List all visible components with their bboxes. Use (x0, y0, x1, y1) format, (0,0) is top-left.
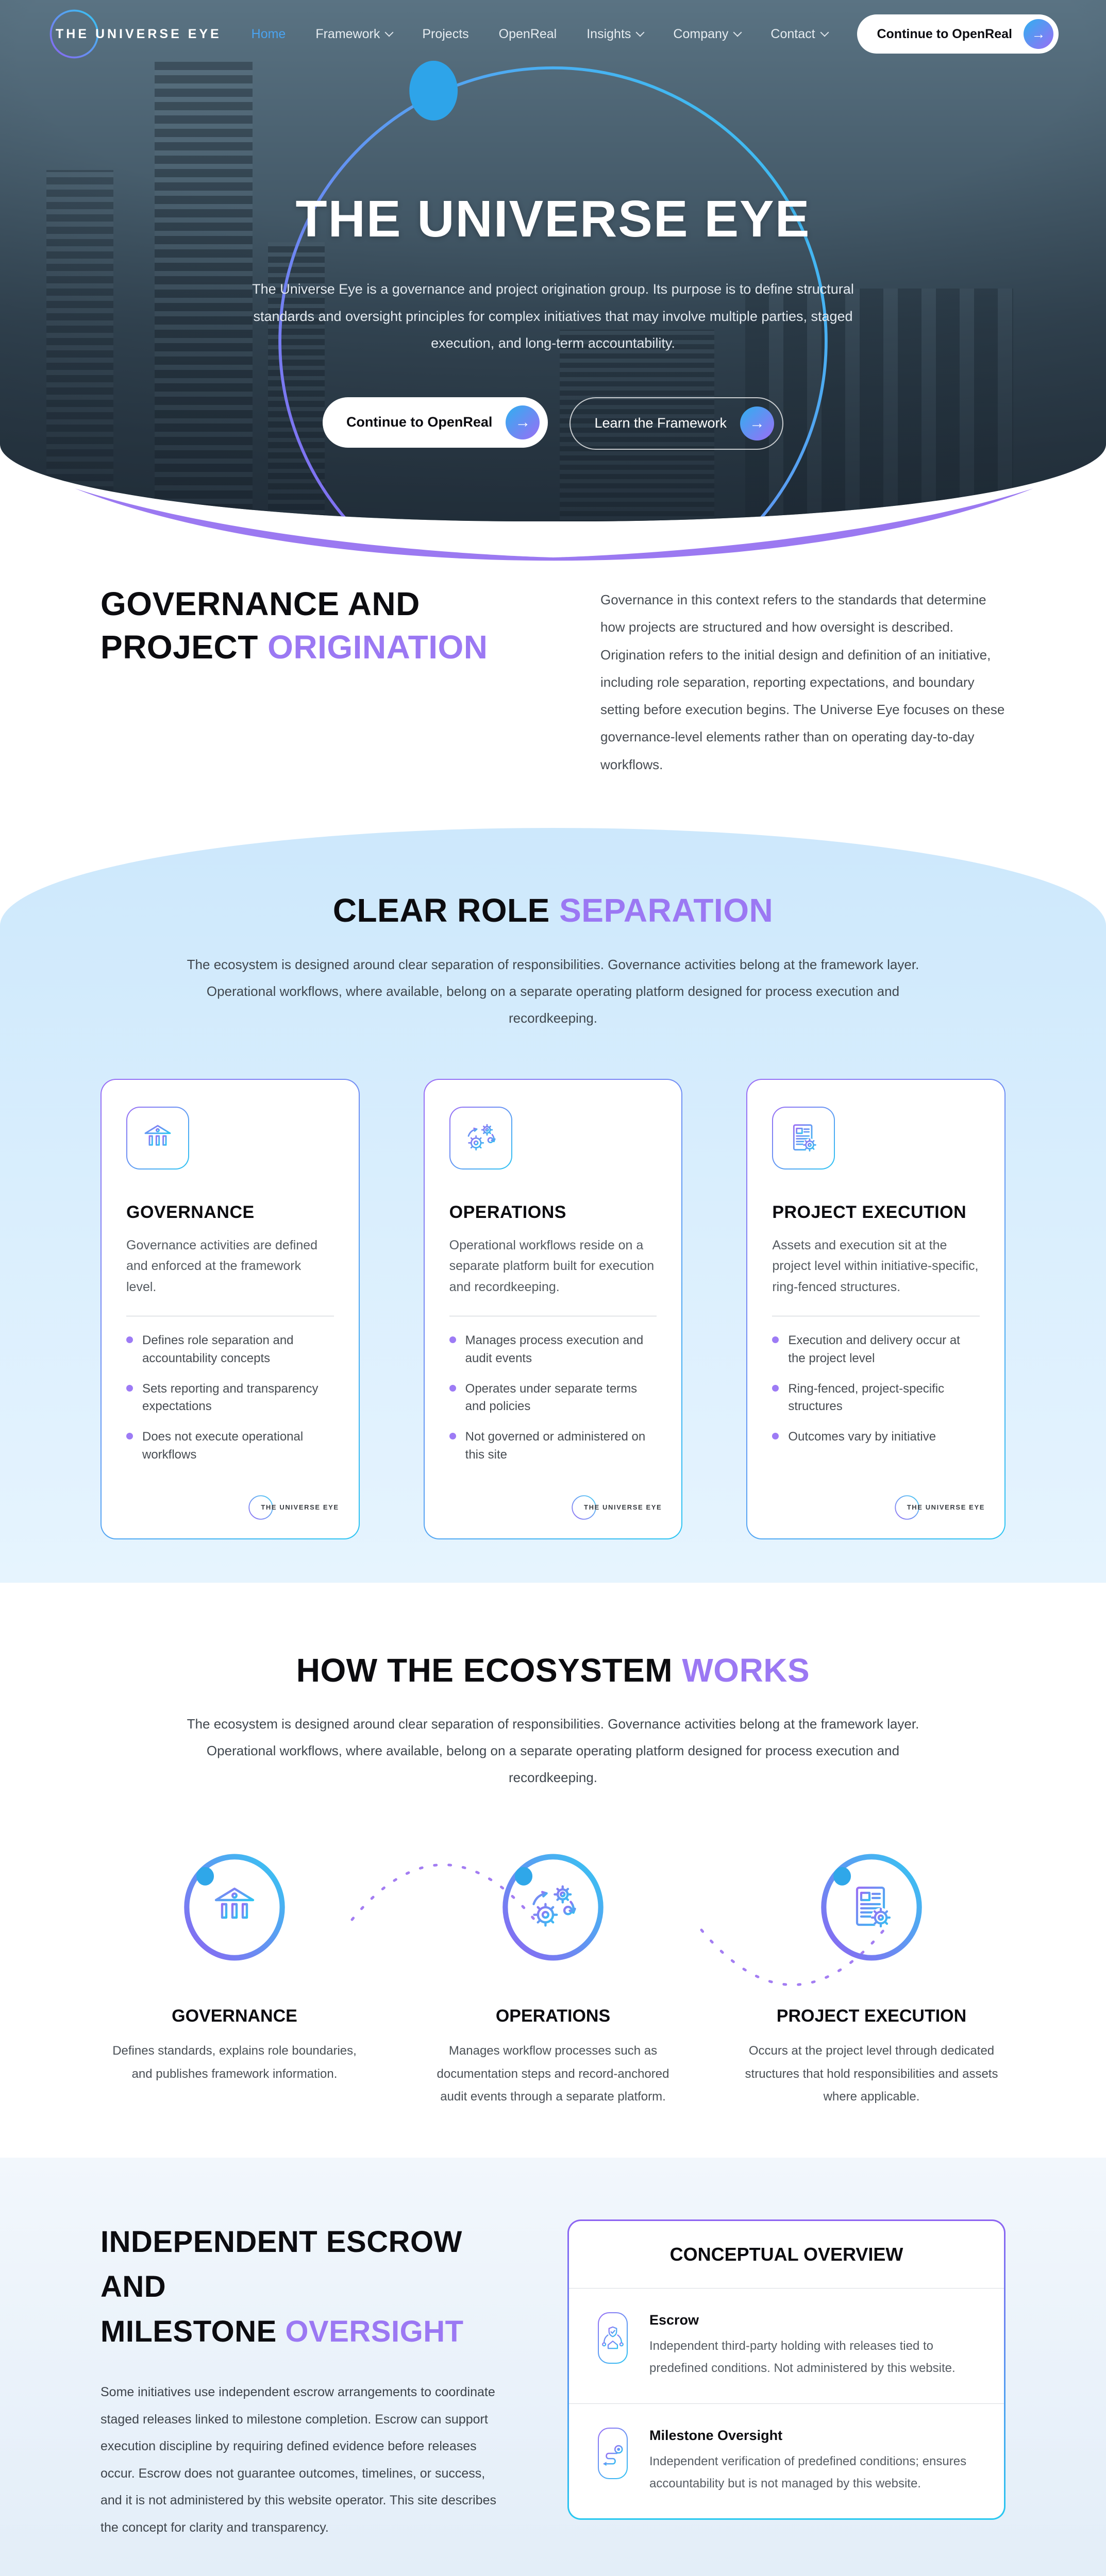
arrow-right-icon: → (740, 406, 775, 440)
button-label: Continue to OpenReal (877, 26, 1012, 41)
nav-item-framework[interactable]: Framework (315, 27, 394, 42)
section-title: GOVERNANCE AND PROJECT ORIGINATION (100, 585, 488, 666)
chevron-down-icon (384, 28, 394, 37)
brand-watermark: THE UNIVERSE EYE (571, 1494, 662, 1521)
bank-icon (210, 1883, 259, 1932)
card-bullet: Outcomes vary by initiative (772, 1428, 980, 1446)
brand-watermark: THE UNIVERSE EYE (894, 1494, 985, 1521)
bullet-dot-icon (126, 1433, 133, 1440)
card-bullet: Operates under separate terms and polici… (449, 1380, 657, 1416)
section-body: Governance in this context refers to the… (600, 592, 1005, 772)
bullet-dot-icon (772, 1433, 779, 1440)
learn-the-framework-button[interactable]: Learn the Framework → (569, 397, 784, 450)
document-gear-icon (772, 1107, 835, 1170)
header-logo[interactable]: THE UNIVERSE EYE (47, 0, 222, 68)
hero-overlay (0, 0, 1106, 521)
step-operations: OPERATIONS Manages workflow processes su… (424, 1852, 682, 2108)
card-bullet: Sets reporting and transparency expectat… (126, 1380, 334, 1416)
conceptual-overview-panel: CONCEPTUAL OVERVIEW Escrow Independent t… (567, 2219, 1006, 2520)
card-title: GOVERNANCE (126, 1202, 255, 1222)
hero-subtitle: The Universe Eye is a governance and pro… (252, 281, 854, 351)
step-governance: GOVERNANCE Defines standards, explains r… (106, 1852, 363, 2108)
gears-icon (527, 1882, 579, 1933)
section-body: Some initiatives use independent escrow … (100, 2385, 496, 2535)
nav-item-home[interactable]: Home (251, 26, 286, 41)
bullet-dot-icon (126, 1336, 133, 1344)
item-description: Independent verification of predefined c… (649, 2454, 967, 2490)
main-nav: Home Framework Projects OpenReal Insight… (251, 26, 829, 42)
chevron-down-icon (635, 28, 645, 37)
step-title: OPERATIONS (495, 2006, 611, 2026)
button-label: Learn the Framework (594, 415, 727, 431)
card-bullet: Ring-fenced, project-specific structures (772, 1380, 980, 1416)
bullet-dot-icon (772, 1384, 779, 1392)
escrow-oversight-section: INDEPENDENT ESCROW AND MILESTONE OVERSIG… (0, 2158, 1106, 2576)
step-description: Defines standards, explains role boundar… (112, 2044, 357, 2081)
button-label: Continue to OpenReal (346, 414, 493, 430)
section-title: CLEAR ROLE SEPARATION (332, 892, 774, 929)
step-project-execution: PROJECT EXECUTION Occurs at the project … (743, 1852, 1000, 2108)
governance-card: GOVERNANCE Governance activities are def… (100, 1079, 360, 1539)
origination-section: GOVERNANCE AND PROJECT ORIGINATION Gover… (0, 521, 1106, 809)
section-title: INDEPENDENT ESCROW AND MILESTONE OVERSIG… (100, 2225, 464, 2349)
card-title: PROJECT EXECUTION (772, 1202, 967, 1222)
step-title: GOVERNANCE (172, 2006, 297, 2026)
escrow-item: Escrow Independent third-party holding w… (569, 2289, 1004, 2403)
panel-title: CONCEPTUAL OVERVIEW (569, 2221, 1004, 2289)
continue-to-openreal-button[interactable]: Continue to OpenReal → (322, 397, 548, 448)
bullet-dot-icon (126, 1384, 133, 1392)
continue-to-openreal-button[interactable]: Continue to OpenReal → (857, 14, 1059, 54)
escrow-shield-icon (598, 2312, 628, 2364)
brand-name: THE UNIVERSE EYE (56, 26, 222, 41)
nav-item-company[interactable]: Company (673, 27, 742, 42)
section-title: HOW THE ECOSYSTEM WORKS (296, 1651, 810, 1689)
chevron-down-icon (820, 28, 829, 37)
card-bullet: Execution and delivery occur at the proj… (772, 1332, 980, 1368)
project-execution-card: PROJECT EXECUTION Assets and execution s… (746, 1079, 1006, 1539)
hero-title: THE UNIVERSE EYE (295, 190, 811, 248)
card-bullet: Manages process execution and audit even… (449, 1332, 657, 1368)
card-description: Assets and execution sit at the project … (772, 1238, 979, 1294)
bullet-dot-icon (449, 1384, 456, 1392)
document-gear-icon (847, 1883, 896, 1932)
how-ecosystem-works-section: HOW THE ECOSYSTEM WORKS The ecosystem is… (0, 1582, 1106, 2158)
brand-watermark: THE UNIVERSE EYE (247, 1494, 339, 1521)
section-intro: The ecosystem is designed around clear s… (187, 1716, 919, 1786)
bank-icon (126, 1107, 189, 1170)
nav-item-openreal[interactable]: OpenReal (498, 26, 557, 41)
card-bullet: Defines role separation and accountabili… (126, 1332, 334, 1368)
card-bullet: Not governed or administered on this sit… (449, 1428, 657, 1464)
arrow-right-icon: → (506, 405, 540, 439)
item-description: Independent third-party holding with rel… (649, 2339, 956, 2376)
ecosystem-steps: GOVERNANCE Defines standards, explains r… (100, 1852, 1006, 2108)
item-title: Milestone Oversight (649, 2427, 783, 2443)
header: THE UNIVERSE EYE Home Framework Projects… (0, 0, 1106, 68)
operations-card: OPERATIONS Operational workflows reside … (424, 1079, 683, 1539)
card-bullet: Does not execute operational workflows (126, 1428, 334, 1464)
bullet-dot-icon (772, 1336, 779, 1344)
nav-item-contact[interactable]: Contact (770, 27, 829, 42)
orbit-ring-decoration (278, 60, 828, 521)
bullet-dot-icon (449, 1433, 456, 1440)
item-title: Escrow (649, 2312, 699, 2328)
nav-item-projects[interactable]: Projects (422, 26, 469, 41)
step-description: Manages workflow processes such as docum… (437, 2044, 669, 2104)
nav-item-insights[interactable]: Insights (586, 27, 645, 42)
milestone-oversight-item: Milestone Oversight Independent verifica… (569, 2403, 1004, 2518)
chevron-down-icon (733, 28, 742, 37)
clear-role-separation-section: CLEAR ROLE SEPARATION The ecosystem is d… (0, 828, 1106, 1583)
card-title: OPERATIONS (449, 1202, 566, 1222)
hero-section: THE UNIVERSE EYE Home Framework Projects… (0, 0, 1106, 521)
arrow-right-icon: → (1023, 19, 1053, 49)
bullet-dot-icon (449, 1336, 456, 1344)
step-description: Occurs at the project level through dedi… (745, 2044, 998, 2104)
card-description: Governance activities are defined and en… (126, 1238, 318, 1294)
gears-icon (449, 1107, 512, 1170)
card-description: Operational workflows reside on a separa… (449, 1238, 655, 1294)
milestone-path-icon (598, 2428, 628, 2479)
section-intro: The ecosystem is designed around clear s… (187, 956, 919, 1026)
step-title: PROJECT EXECUTION (776, 2006, 967, 2026)
